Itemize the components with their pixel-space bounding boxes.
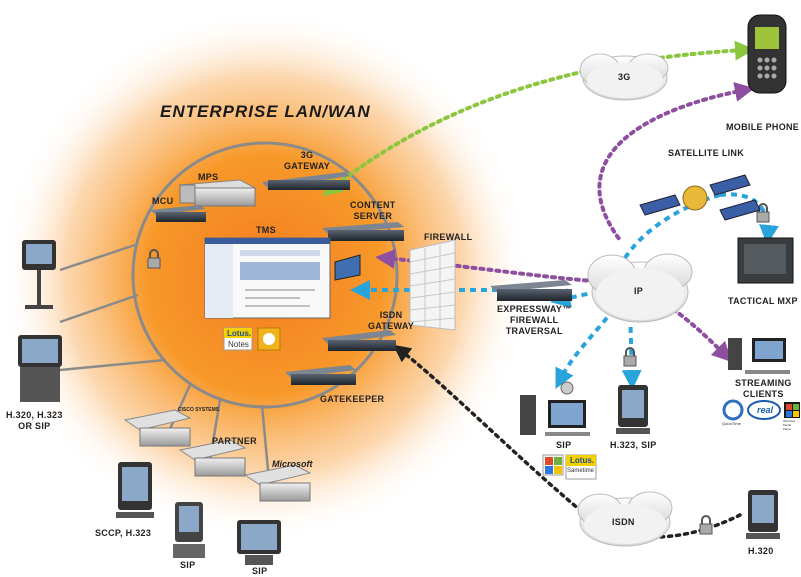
real-text: real	[757, 405, 774, 415]
lotus-notes-text-2: Notes	[228, 340, 249, 349]
windows-media-logo	[784, 402, 800, 418]
label-gatekeeper: GATEKEEPER	[320, 394, 385, 404]
sip-endpoint-bottom-2	[237, 520, 281, 565]
padlock-icon-ip	[623, 347, 637, 367]
sip-endpoint-bottom-1	[173, 502, 205, 558]
rack-microsoft-device	[243, 464, 312, 502]
label-sip-bottom-2: SIP	[252, 566, 268, 576]
real-logo	[747, 400, 781, 420]
diagram-title: ENTERPRISE LAN/WAN	[160, 102, 371, 121]
label-tms: TMS	[256, 225, 276, 235]
sccp-endpoint-icon	[116, 462, 154, 518]
h323-endpoint-icon	[616, 385, 650, 434]
label-cloud-ip: IP	[634, 286, 644, 296]
label-mcu: MCU	[152, 196, 174, 206]
rack-partner-device	[178, 439, 247, 477]
lotus-sametime-text-2: Sametime	[567, 468, 595, 474]
padlock-icon-left	[147, 249, 161, 269]
label-partner: PARTNER	[212, 436, 257, 446]
quicktime-text: QuickTime	[722, 421, 741, 426]
streaming-pc-icon	[728, 338, 790, 374]
label-sip-bottom-1: SIP	[180, 560, 196, 570]
lotus-sametime-text-1: Lotus.	[570, 456, 594, 465]
expressway-device	[490, 280, 572, 301]
label-isdn-gateway: ISDN GATEWAY	[368, 310, 415, 331]
kiosk-endpoint-icon	[22, 240, 56, 309]
cloud-3g	[579, 53, 669, 101]
rack-cisco-device	[123, 409, 192, 447]
mcu-device	[150, 205, 206, 222]
mps-device	[178, 179, 257, 207]
gateway-3g-device	[262, 172, 350, 190]
label-h323-sip: H.323, SIP	[610, 440, 657, 450]
cisco-text: CISCO SYSTEMS	[178, 407, 220, 413]
label-satellite-link: SATELLITE LINK	[668, 148, 745, 158]
outlook-logo	[257, 327, 281, 351]
label-tactical-mxp: TACTICAL MXP	[728, 296, 798, 306]
blue-satellite-link	[623, 193, 721, 260]
cloud-ip	[587, 253, 693, 323]
label-cloud-3g: 3G	[618, 72, 631, 82]
label-expressway: EXPRESSWAY™ FIREWALL TRAVERSAL	[497, 304, 572, 336]
firewall-icon	[409, 239, 456, 331]
green-3g-link	[322, 40, 755, 197]
lotus-notes-text-1: Lotus.	[227, 329, 251, 338]
label-h320-h323-sip: H.320, H.323 OR SIP	[6, 410, 63, 431]
label-streaming-clients: STREAMING CLIENTS	[735, 378, 792, 399]
label-mobile-phone: MOBILE PHONE	[726, 122, 800, 132]
windows-text: Windows Media Player	[783, 419, 796, 431]
blue-satellite-tactical	[719, 192, 779, 245]
tactical-mxp-icon	[737, 237, 794, 284]
purple-firewall-link	[375, 248, 612, 284]
microsoft-text: Microsoft	[272, 459, 313, 469]
isdn-gateway-device	[322, 330, 396, 351]
lotus-notes-logo	[223, 327, 253, 351]
padlock-icon-isdn	[699, 515, 713, 535]
h320-endpoint-icon	[746, 490, 780, 539]
sip-pc-icon	[520, 381, 590, 436]
label-content-server: CONTENT SERVER	[350, 200, 396, 221]
label-sccp-h323: SCCP, H.323	[95, 528, 152, 538]
purple-mobile-link	[597, 82, 755, 242]
content-server-device	[322, 222, 404, 241]
label-h320: H.320	[748, 546, 774, 556]
room-endpoint-icon	[18, 335, 62, 402]
office-logo	[542, 454, 564, 476]
satellite-icon	[639, 174, 761, 221]
monitor-small	[334, 254, 361, 281]
quicktime-logo	[722, 399, 744, 421]
lan-ring	[131, 141, 399, 409]
gatekeeper-device	[285, 365, 356, 385]
label-cloud-isdn: ISDN	[612, 517, 635, 527]
label-sip-right: SIP	[556, 440, 572, 450]
lotus-sametime-logo	[565, 454, 597, 480]
label-firewall: FIREWALL	[424, 232, 473, 242]
cloud-isdn	[577, 491, 673, 547]
mobile-phone-icon	[747, 14, 787, 94]
tms-screen	[204, 237, 331, 319]
label-3g-gateway: 3G GATEWAY	[284, 150, 331, 171]
label-mps: MPS	[198, 172, 219, 182]
